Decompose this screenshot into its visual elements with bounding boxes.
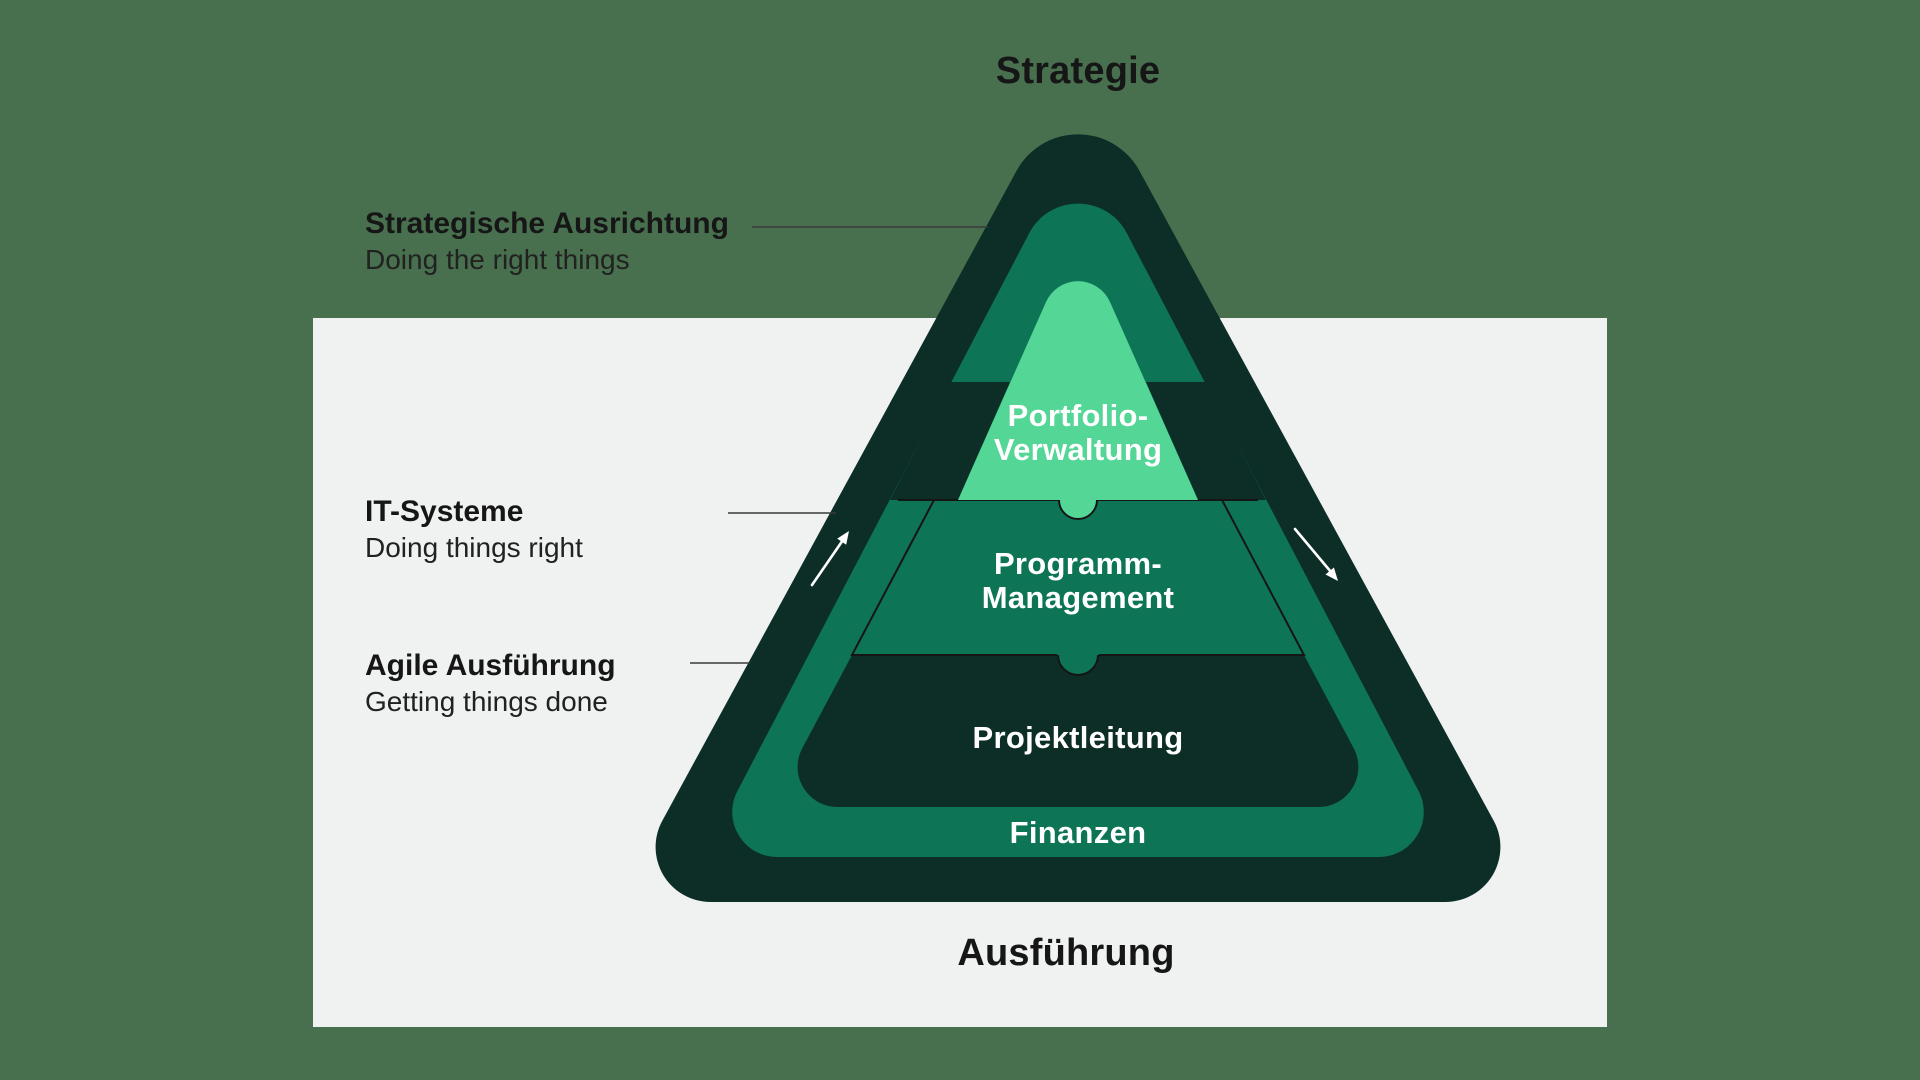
portfolio-label-line1: Portfolio- <box>1008 398 1149 433</box>
label-it-systeme: IT-Systeme Doing things right <box>365 494 583 566</box>
label-strategische-ausrichtung: Strategische Ausrichtung Doing the right… <box>365 206 729 278</box>
programm-label-line1: Programm- <box>994 546 1162 581</box>
portfolio-bump-outline <box>1058 499 1098 520</box>
right-dark-wedge <box>1146 382 1266 500</box>
programm-bump-cover <box>1057 652 1099 656</box>
left-dark-wedge <box>890 382 1010 500</box>
programm-bump <box>1058 655 1098 675</box>
side-label-subtitle: Doing the right things <box>365 244 630 275</box>
ausfuehrung-title: Ausführung <box>957 932 1175 974</box>
programm-label-line2: Management <box>982 580 1174 615</box>
portfolio-label-line2: Verwaltung <box>994 432 1162 467</box>
side-label-title: Agile Ausführung <box>365 649 616 682</box>
side-label-subtitle: Getting things done <box>365 686 608 717</box>
strategie-title: Strategie <box>995 50 1161 92</box>
projektleitung-label: Projektleitung <box>973 720 1184 755</box>
side-label-subtitle: Doing things right <box>365 532 583 563</box>
programm-bump-outline <box>1057 654 1099 676</box>
side-label-title: IT-Systeme <box>365 495 524 528</box>
projektleitung-block <box>797 655 1359 808</box>
finanzen-label: Finanzen <box>1010 815 1147 850</box>
arrow-up-right-icon <box>810 531 849 587</box>
label-agile-ausfuehrung: Agile Ausführung Getting things done <box>365 648 616 720</box>
side-label-title: Strategische Ausrichtung <box>365 207 729 240</box>
portfolio-peak <box>958 281 1198 519</box>
arrow-down-right-icon <box>1293 527 1338 581</box>
